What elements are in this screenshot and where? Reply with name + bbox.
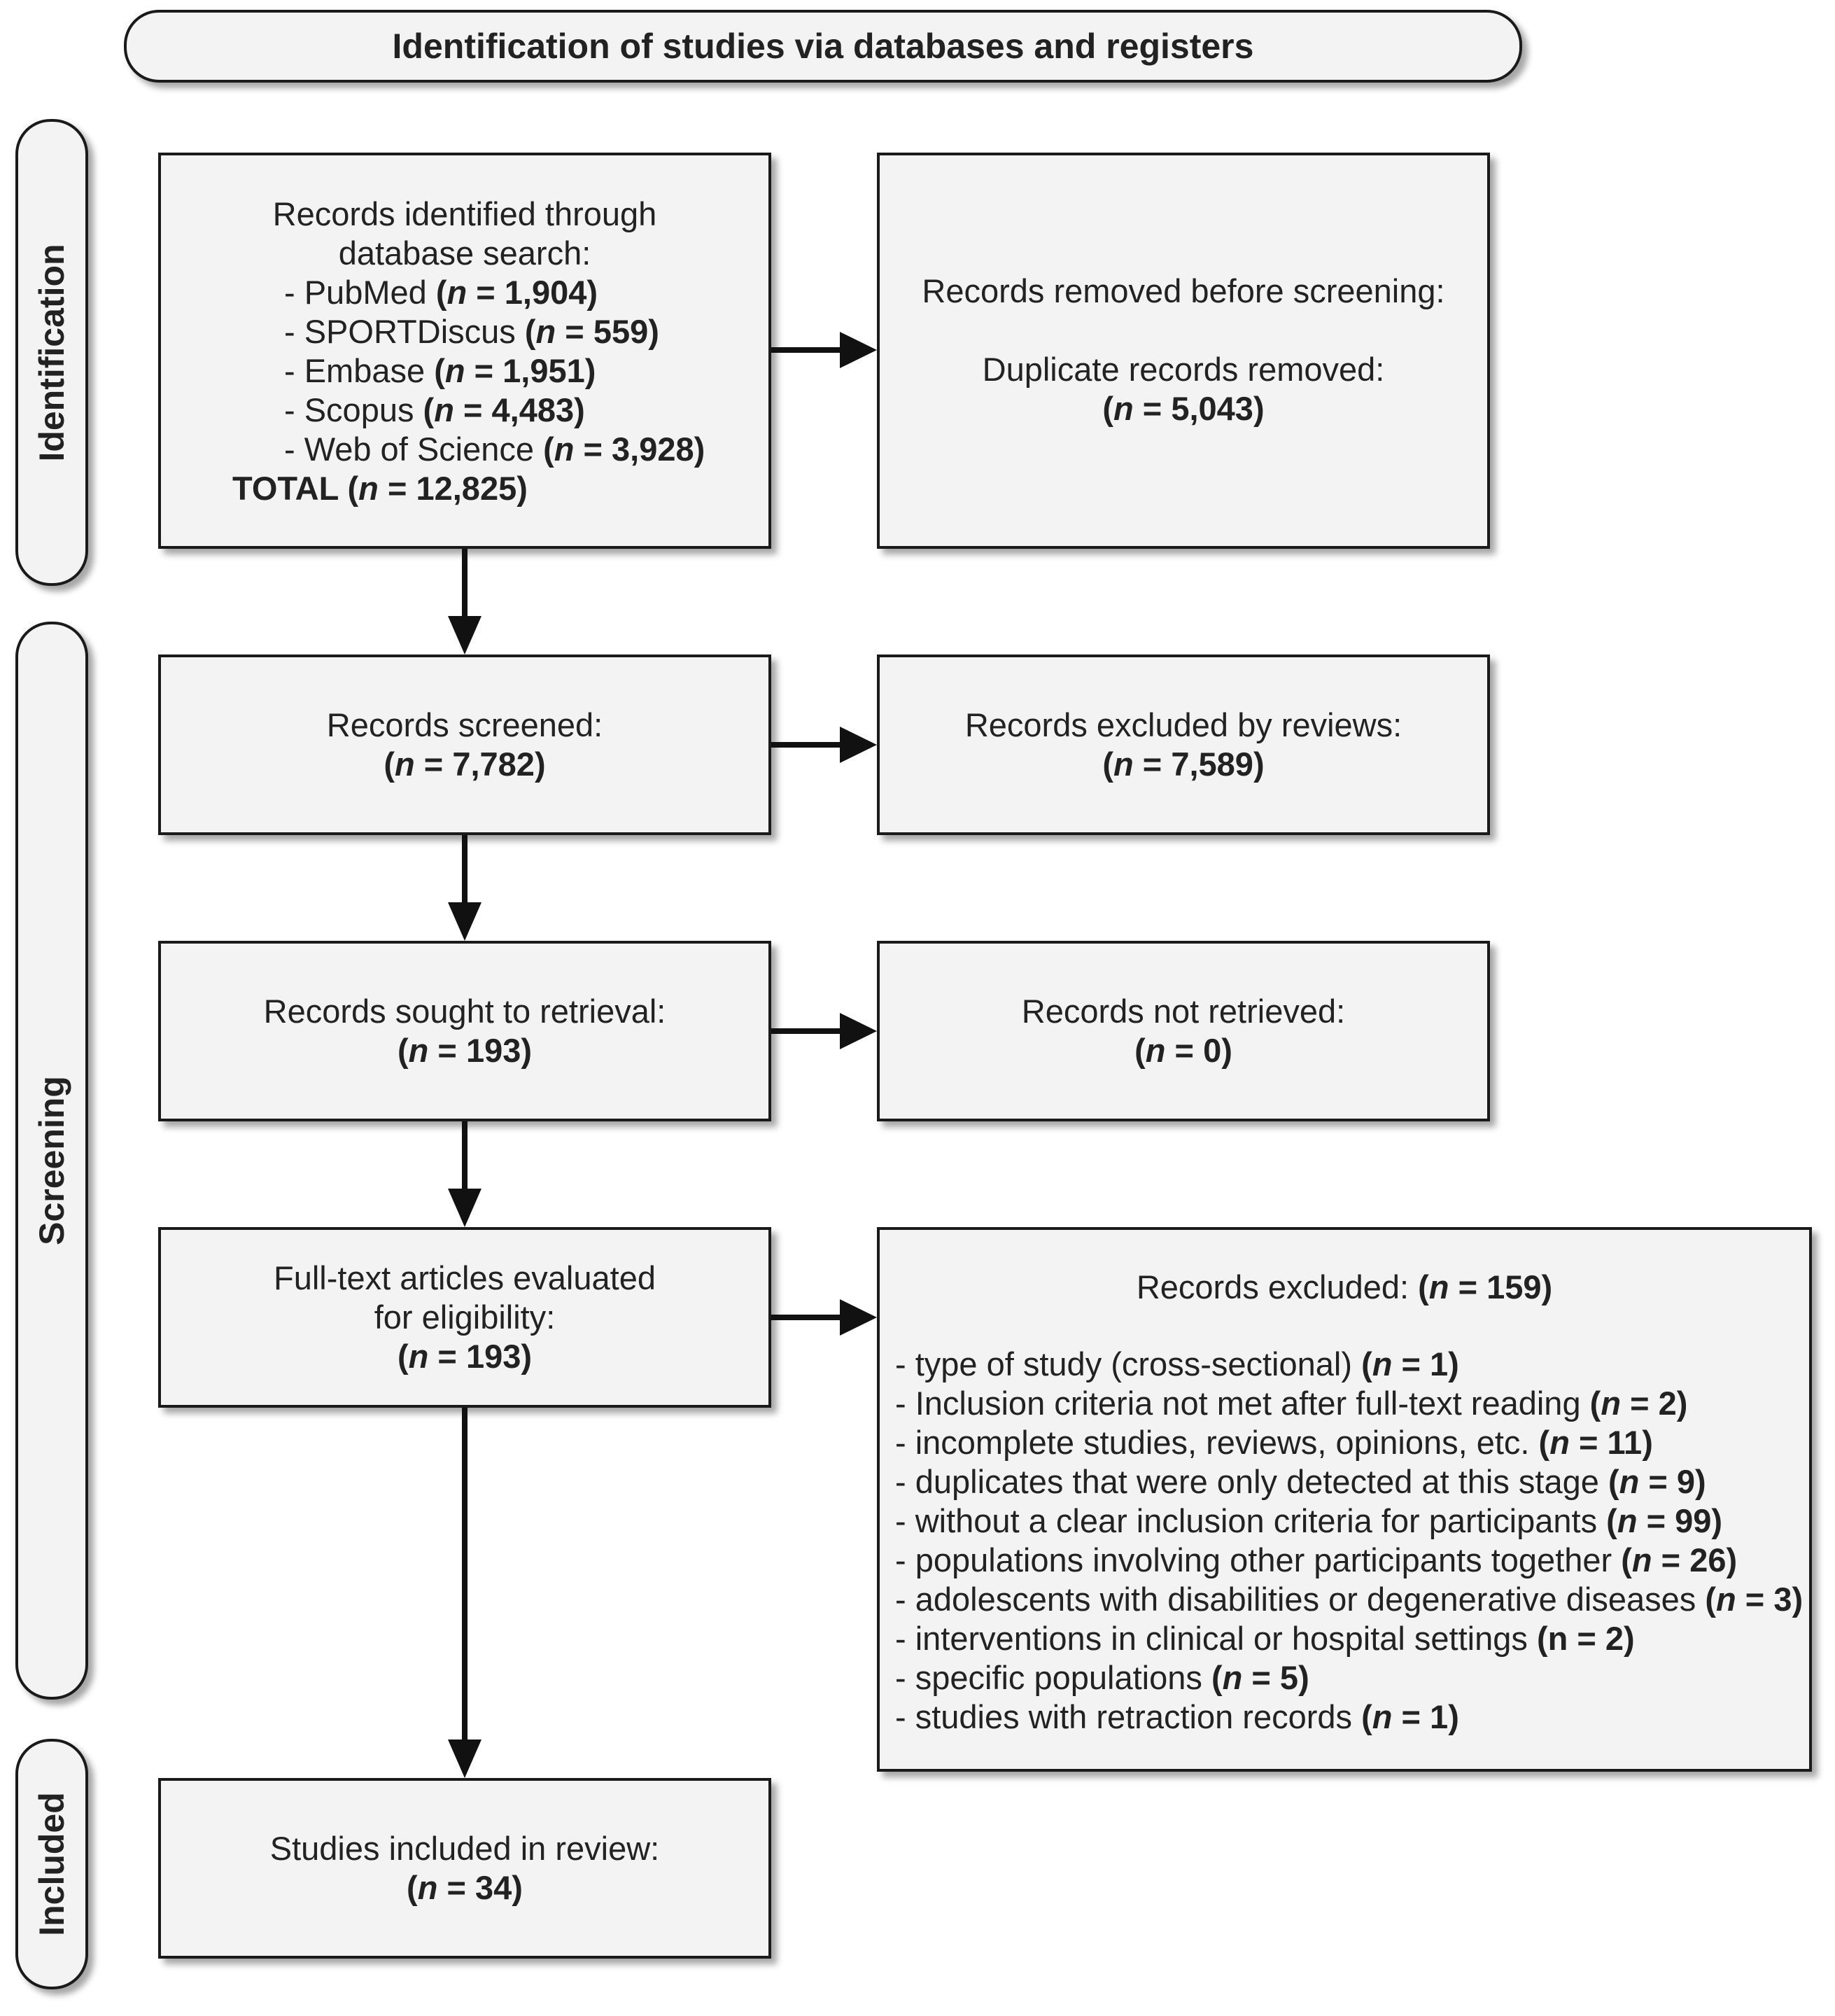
header-banner: Identification of studies via databases … xyxy=(124,10,1522,83)
total-label: TOTAL xyxy=(232,470,339,507)
exclusion-reason: - studies with retraction records (n = 1… xyxy=(895,1698,1459,1735)
source-count: 1,951 xyxy=(502,352,585,389)
source-name: - Embase xyxy=(284,352,426,389)
arrowhead xyxy=(448,1189,481,1227)
exclusion-reason: - Inclusion criteria not met after full-… xyxy=(895,1385,1688,1422)
arrowhead xyxy=(448,616,481,654)
source-count: 1,904 xyxy=(504,274,587,311)
fulltext-line1: Full-text articles evaluated xyxy=(274,1259,656,1296)
sought-count: (n = 193) xyxy=(397,1032,533,1069)
exclusion-reason: - without a clear inclusion criteria for… xyxy=(895,1502,1723,1539)
exclusion-reasons-list: - type of study (cross-sectional) (n = 1… xyxy=(895,1345,1803,1737)
records-sought-box: Records sought to retrieval: (n = 193) xyxy=(158,941,771,1121)
source-item: - SPORTDiscus (n = 559) xyxy=(284,313,659,350)
phase-identification: Identification xyxy=(15,119,88,586)
not-retrieved-label: Records not retrieved: xyxy=(1021,993,1346,1030)
header-title: Identification of studies via databases … xyxy=(392,27,1254,66)
removed-count: (n = 5,043) xyxy=(1102,390,1265,427)
source-item: - Web of Science (n = 3,928) xyxy=(284,430,705,468)
total-count: 12,825 xyxy=(416,470,517,507)
screened-count: (n = 7,782) xyxy=(384,746,546,783)
arrowhead xyxy=(840,332,877,368)
exclusion-reason: - incomplete studies, reviews, opinions,… xyxy=(895,1424,1653,1461)
screened-label: Records screened: xyxy=(326,706,603,743)
exclusion-reason: - duplicates that were only detected at … xyxy=(895,1463,1706,1500)
source-count: 4,483 xyxy=(491,391,575,428)
identified-total: TOTAL (n = 12,825) xyxy=(232,470,528,507)
source-list: - PubMed (n = 1,904) - SPORTDiscus (n = … xyxy=(284,273,705,469)
exclusion-reason: - adolescents with disabilities or degen… xyxy=(895,1581,1804,1618)
records-screened-box: Records screened: (n = 7,782) xyxy=(158,654,771,835)
arrowhead xyxy=(840,1299,877,1336)
not-retrieved-count: (n = 0) xyxy=(1134,1032,1232,1069)
identified-line1: Records identified through xyxy=(272,195,657,232)
source-name: - Web of Science xyxy=(284,430,535,468)
arrowhead xyxy=(840,727,877,763)
source-item: - Scopus (n = 4,483) xyxy=(284,391,585,428)
arrowhead xyxy=(448,1740,481,1778)
exclusion-reason: - type of study (cross-sectional) (n = 1… xyxy=(895,1345,1459,1382)
phase-screening: Screening xyxy=(15,622,88,1700)
records-excluded-box: Records excluded: (n = 159) - type of st… xyxy=(877,1227,1812,1772)
source-count: 3,928 xyxy=(612,430,694,468)
fulltext-box: Full-text articles evaluated for eligibi… xyxy=(158,1227,771,1408)
source-name: - Scopus xyxy=(284,391,414,428)
records-excluded-reviews-box: Records excluded by reviews: (n = 7,589) xyxy=(877,654,1490,835)
arrowhead xyxy=(840,1013,877,1049)
excluded-reviews-label: Records excluded by reviews: xyxy=(964,706,1402,743)
excluded-reviews-count: (n = 7,589) xyxy=(1102,746,1265,783)
excluded-title: Records excluded: (n = 159) xyxy=(1136,1268,1553,1306)
exclusion-reason: - specific populations (n = 5) xyxy=(895,1659,1309,1696)
included-count: (n = 34) xyxy=(407,1869,523,1906)
records-identified-box: Records identified through database sear… xyxy=(158,153,771,549)
included-label: Studies included in review: xyxy=(269,1830,660,1867)
sought-label: Records sought to retrieval: xyxy=(263,993,666,1030)
records-removed-box: Records removed before screening: Duplic… xyxy=(877,153,1490,549)
source-name: - PubMed xyxy=(284,274,427,311)
phase-included: Included xyxy=(15,1739,88,1989)
source-count: 559 xyxy=(593,313,649,350)
removed-line1: Records removed before screening: xyxy=(922,272,1445,309)
source-item: - Embase (n = 1,951) xyxy=(284,352,596,389)
source-name: - SPORTDiscus xyxy=(284,313,516,350)
removed-line2: Duplicate records removed: xyxy=(982,351,1385,388)
identified-line2: database search: xyxy=(338,234,591,272)
exclusion-reason: - populations involving other participan… xyxy=(895,1541,1738,1578)
fulltext-line2: for eligibility: xyxy=(374,1298,556,1336)
studies-included-box: Studies included in review: (n = 34) xyxy=(158,1778,771,1959)
exclusion-reason: - interventions in clinical or hospital … xyxy=(895,1620,1635,1657)
arrowhead xyxy=(448,902,481,941)
source-item: - PubMed (n = 1,904) xyxy=(284,274,598,311)
fulltext-count: (n = 193) xyxy=(397,1338,533,1375)
records-not-retrieved-box: Records not retrieved: (n = 0) xyxy=(877,941,1490,1121)
